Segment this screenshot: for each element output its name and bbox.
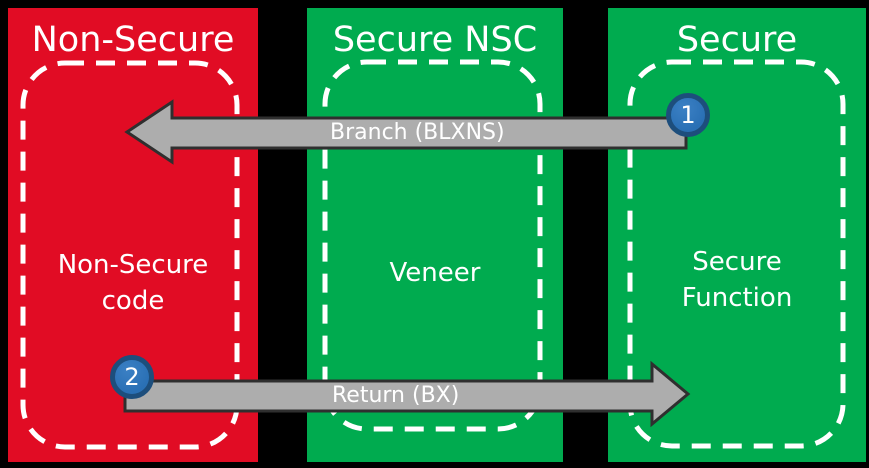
- non-secure-code-line2: code: [101, 286, 165, 316]
- step-2-badge: 2: [110, 355, 154, 399]
- return-arrow-label: Return (BX): [332, 383, 460, 408]
- veneer-label: Veneer: [307, 255, 563, 291]
- column-title-secure: Secure: [676, 20, 798, 60]
- column-secure: Secure Secure Function: [608, 8, 866, 462]
- branch-arrow-label: Branch (BLXNS): [330, 120, 505, 145]
- secure-function-line1: Secure: [692, 247, 782, 277]
- veneer-line1: Veneer: [389, 258, 481, 288]
- non-secure-code-line1: Non-Secure: [57, 250, 209, 280]
- column-title-non-secure: Non-Secure: [31, 20, 235, 60]
- non-secure-code-label: Non-Secure code: [8, 247, 258, 319]
- secure-function-line2: Function: [681, 283, 793, 313]
- step-1-badge: 1: [666, 93, 710, 137]
- secure-function-label: Secure Function: [608, 244, 866, 316]
- column-title-secure-nsc: Secure NSC: [332, 20, 538, 60]
